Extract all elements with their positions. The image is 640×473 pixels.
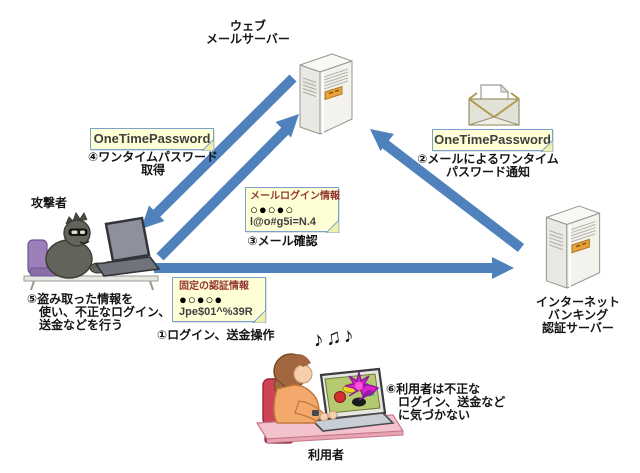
note-fold bbox=[202, 139, 214, 151]
user-figure bbox=[255, 353, 405, 444]
otp-note-right: OneTimePassword bbox=[432, 129, 553, 152]
fixed-auth-note-masked: ●○●○● bbox=[179, 292, 224, 307]
step5-line: ⑤盗み取った情報を bbox=[27, 292, 134, 306]
arrow-bankserver-to-mailserver bbox=[370, 129, 525, 252]
step5-line: 送金などを行う bbox=[39, 318, 124, 332]
arrow-attacker-to-bankserver bbox=[154, 257, 514, 279]
webmail-label-line: メールサーバー bbox=[206, 32, 290, 46]
banking-label-line: インターネット bbox=[535, 295, 620, 309]
fixed-auth-note-value: Jpe$01^%39R bbox=[179, 306, 253, 318]
banking-label-line: バンキング bbox=[547, 308, 609, 322]
arrow-mailserver-to-attacker bbox=[141, 74, 297, 229]
fixed-auth-note-title: 固定の認証情報 bbox=[179, 281, 249, 292]
step2-line: ②メールによるワンタイム bbox=[417, 152, 559, 166]
step3-label: ③メール確認 bbox=[247, 234, 318, 248]
step4-line: 取得 bbox=[140, 163, 165, 177]
note-fold bbox=[253, 310, 266, 323]
step4-label: ④ワンタイムパスワード 取得 bbox=[80, 151, 226, 177]
mail-login-note-masked: ○●○●○ bbox=[250, 202, 295, 217]
banking-server-icon bbox=[536, 203, 610, 289]
attacker-label: 攻撃者 bbox=[31, 196, 68, 210]
step6-line: ログイン、送金など bbox=[398, 395, 506, 409]
mail-login-note: メールログイン情報 ○●○●○ l@o#g5i=N.4 bbox=[245, 187, 340, 233]
note-fold bbox=[326, 220, 339, 233]
step6-line: ⑥利用者は不正な bbox=[386, 382, 481, 396]
step6-line: に気づかない bbox=[398, 408, 471, 422]
banking-label-line: 認証サーバー bbox=[542, 321, 614, 335]
step4-line: ④ワンタイムパスワード bbox=[88, 150, 218, 164]
otp-note-left: OneTimePassword bbox=[90, 128, 214, 151]
step1-label: ①ログイン、送金操作 bbox=[157, 328, 275, 342]
webmail-server-icon bbox=[290, 51, 362, 135]
step6-label: ⑥利用者は不正な ログイン、送金など に気づかない bbox=[386, 383, 505, 422]
user-label: 利用者 bbox=[307, 448, 344, 462]
note-fold bbox=[541, 140, 553, 152]
webmail-server-label: ウェブ メールサーバー bbox=[178, 20, 318, 46]
webmail-label-line: ウェブ bbox=[229, 19, 266, 33]
otp-note-left-text: OneTimePassword bbox=[93, 131, 211, 146]
banking-server-label: インターネット バンキング 認証サーバー bbox=[529, 296, 627, 335]
mail-login-note-value: l@o#g5i=N.4 bbox=[250, 216, 317, 228]
step2-label: ②メールによるワンタイム パスワード通知 bbox=[412, 153, 564, 179]
open-mail-icon bbox=[468, 83, 520, 126]
step2-line: パスワード通知 bbox=[445, 165, 530, 179]
mail-login-note-title: メールログイン情報 bbox=[250, 191, 340, 202]
arrow-attacker-to-mailserver bbox=[156, 114, 299, 261]
otp-note-right-text: OneTimePassword bbox=[434, 132, 551, 147]
step5-line: 使い、不正なログイン、 bbox=[39, 305, 171, 319]
step5-label: ⑤盗み取った情報を 使い、不正なログイン、 送金などを行う bbox=[27, 293, 170, 332]
attacker-figure bbox=[23, 211, 161, 291]
fixed-auth-note: 固定の認証情報 ●○●○● Jpe$01^%39R bbox=[172, 277, 266, 323]
